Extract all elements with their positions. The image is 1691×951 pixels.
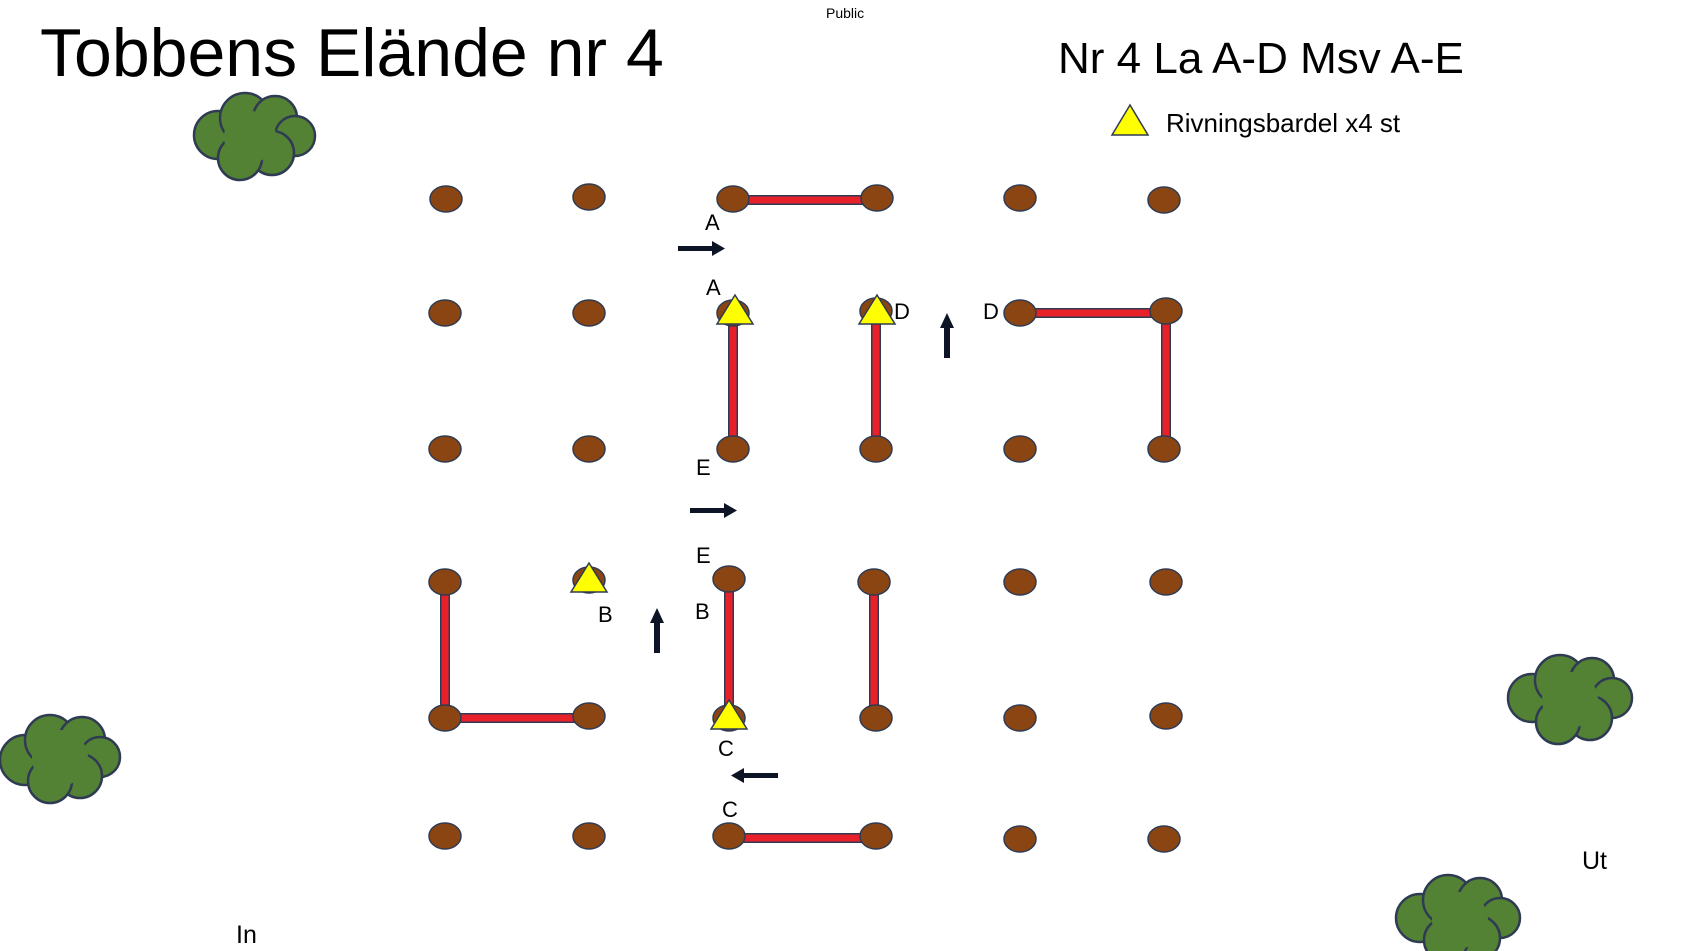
post (860, 184, 894, 212)
post (859, 822, 893, 850)
post (1149, 297, 1183, 325)
post (572, 702, 606, 730)
arrow-up-icon (940, 313, 954, 358)
post (1003, 704, 1037, 732)
bush-icon (0, 713, 122, 805)
entry-label: In (236, 921, 257, 949)
arrow-right-icon (678, 241, 725, 256)
post (857, 568, 891, 596)
post (859, 435, 893, 463)
arrow-up-icon (650, 608, 664, 653)
post (1147, 435, 1181, 463)
post (712, 822, 746, 850)
post (1003, 435, 1037, 463)
letter-b-triangle: B (598, 602, 613, 627)
page-title: Tobbens Elände nr 4 (40, 15, 664, 91)
classification-tag: Public (826, 5, 864, 21)
obstacle-triangle-icon (569, 561, 609, 593)
post (1149, 568, 1183, 596)
post (572, 299, 606, 327)
post (1003, 299, 1037, 327)
course-subtitle: Nr 4 La A-D Msv A-E (1058, 34, 1464, 83)
post (716, 185, 750, 213)
obstacle-triangle-icon (857, 293, 897, 325)
legend-triangle-icon (1110, 103, 1150, 136)
letter-a-triangle: A (706, 275, 721, 300)
post (428, 568, 462, 596)
post (1149, 702, 1183, 730)
post (428, 704, 462, 732)
letter-d-right: D (983, 299, 999, 324)
post (428, 435, 462, 463)
post (1147, 825, 1181, 853)
post (1003, 568, 1037, 596)
exit-label: Ut (1582, 847, 1607, 875)
letter-d-triangle: D (894, 299, 910, 324)
letter-c-bottom: C (722, 797, 738, 822)
post (859, 704, 893, 732)
post (429, 185, 463, 213)
post (716, 435, 750, 463)
legend: Rivningsbardel x4 st (1110, 103, 1401, 138)
post (1147, 186, 1181, 214)
post (428, 299, 462, 327)
bush-icon (192, 91, 317, 182)
post (572, 183, 606, 211)
post (428, 822, 462, 850)
arrow-right-icon (690, 503, 737, 518)
letter-b-pole: B (695, 599, 710, 624)
post (572, 435, 606, 463)
post (712, 565, 746, 593)
letter-a-top: A (705, 210, 720, 235)
legend-label: Rivningsbardel x4 st (1166, 108, 1401, 138)
obstacle-triangle-icon (709, 698, 749, 730)
obstacle-triangle-icon (715, 293, 755, 325)
letter-c-triangle: C (718, 736, 734, 761)
letter-e-top: E (696, 455, 711, 480)
bush-icon (1506, 653, 1634, 746)
bush-icon (1394, 873, 1522, 951)
post (1003, 184, 1037, 212)
arrow-left-icon (731, 768, 778, 783)
letter-e-bottom: E (696, 543, 711, 568)
post (572, 822, 606, 850)
post (1003, 825, 1037, 853)
